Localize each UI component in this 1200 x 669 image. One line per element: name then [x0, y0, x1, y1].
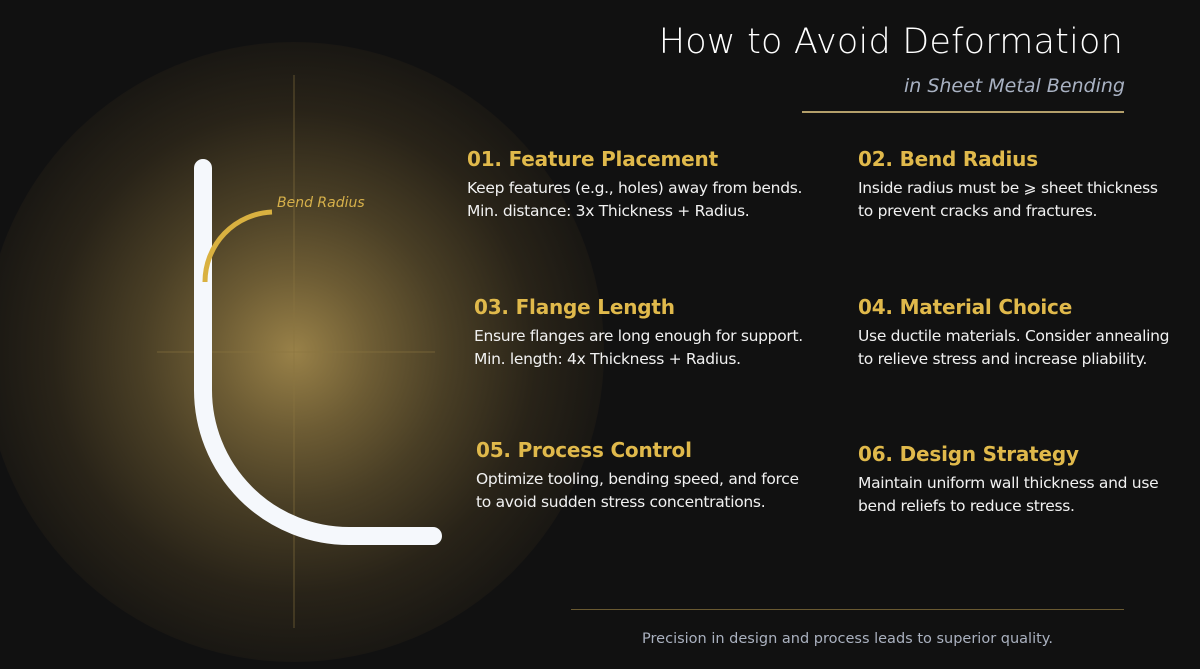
tip-line: Use ductile materials. Consider annealin…	[858, 327, 1170, 345]
tip-line: Maintain uniform wall thickness and use	[858, 474, 1159, 492]
tip-title: 05. Process Control	[476, 438, 692, 462]
tip-line: Min. length: 4x Thickness + Radius.	[474, 350, 741, 368]
tip-line: to relieve stress and increase pliabilit…	[858, 350, 1148, 368]
tip-title: 01. Feature Placement	[467, 147, 718, 171]
tip-line: Inside radius must be ⩾ sheet thickness	[858, 179, 1158, 197]
title-divider	[802, 111, 1124, 113]
tip-title: 02. Bend Radius	[858, 147, 1038, 171]
tip-line: Keep features (e.g., holes) away from be…	[467, 179, 803, 197]
tip-line: Min. distance: 3x Thickness + Radius.	[467, 202, 750, 220]
tip-title: 06. Design Strategy	[858, 442, 1079, 466]
footer-tagline: Precision in design and process leads to…	[642, 631, 1053, 647]
tip-card-feature-placement: 01. Feature Placement Keep features (e.g…	[467, 147, 807, 223]
page-subtitle: in Sheet Metal Bending	[903, 75, 1125, 97]
tip-card-bend-radius: 02. Bend Radius Inside radius must be ⩾ …	[858, 147, 1198, 223]
page-title: How to Avoid Deformation	[658, 22, 1123, 62]
tip-card-process-control: 05. Process Control Optimize tooling, be…	[476, 438, 816, 514]
tip-card-flange-length: 03. Flange Length Ensure flanges are lon…	[474, 295, 814, 371]
tip-title: 04. Material Choice	[858, 295, 1073, 319]
tip-title: 03. Flange Length	[474, 295, 675, 319]
bend-radius-label: Bend Radius	[277, 195, 365, 211]
tip-line: bend reliefs to reduce stress.	[858, 497, 1075, 515]
tip-line: to prevent cracks and fractures.	[858, 202, 1098, 220]
bend-radius-arc	[202, 209, 273, 283]
footer-divider	[571, 609, 1124, 610]
tip-card-material-choice: 04. Material Choice Use ductile material…	[858, 295, 1198, 371]
tip-line: Optimize tooling, bending speed, and for…	[476, 470, 799, 488]
tip-card-design-strategy: 06. Design Strategy Maintain uniform wal…	[858, 442, 1198, 518]
tip-line: to avoid sudden stress concentrations.	[476, 493, 766, 511]
tip-line: Ensure flanges are long enough for suppo…	[474, 327, 803, 345]
bent-sheet-profile	[194, 159, 442, 545]
